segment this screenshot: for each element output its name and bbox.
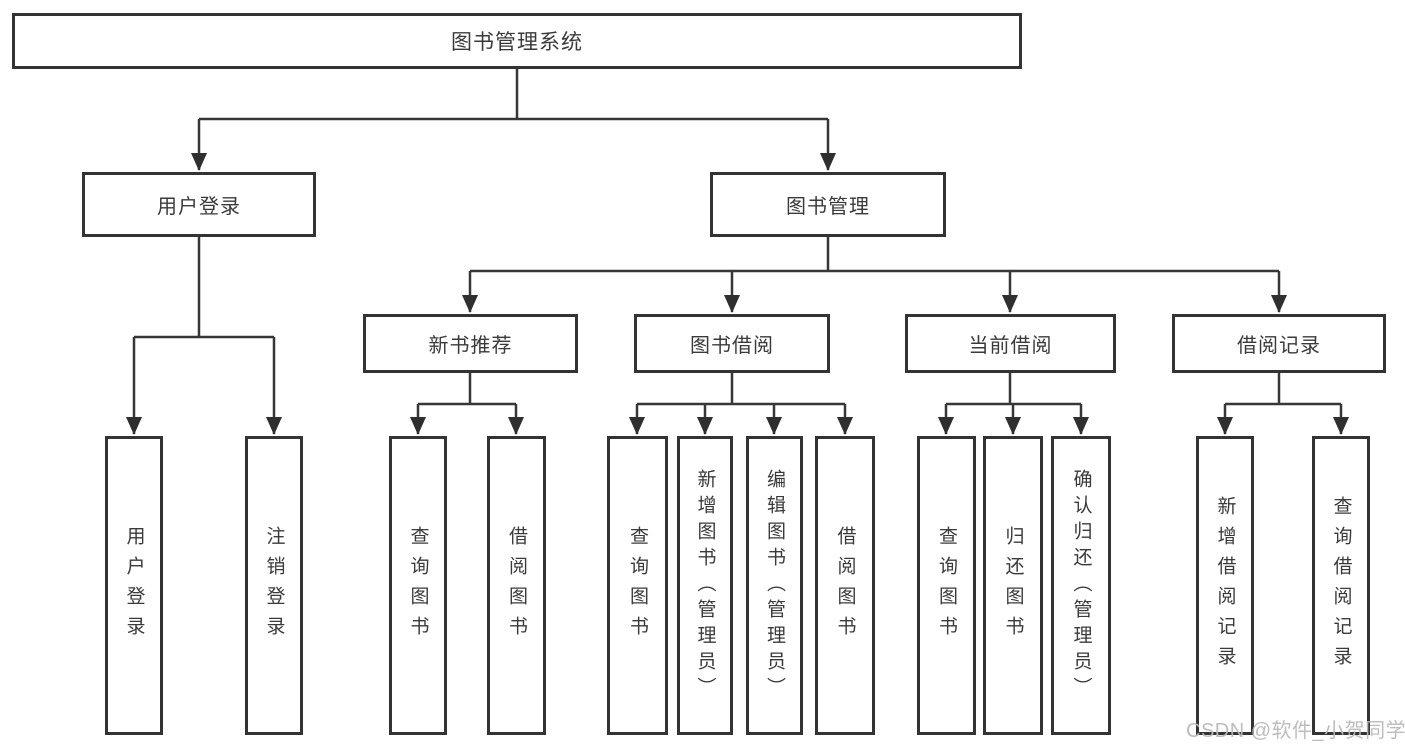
leaf-add-books-admin-label: 新增图书（管理员） (694, 468, 716, 703)
node-user-login: 用户登录 (82, 172, 316, 237)
leaf-newbook-borrow-books-label: 借阅图书 (506, 525, 527, 646)
node-book-borrowing: 图书借阅 (634, 314, 830, 373)
leaf-confirm-return-admin-label: 确认归还（管理员） (1070, 468, 1092, 703)
leaf-edit-books-admin: 编辑图书（管理员） (746, 436, 803, 735)
node-current-borrowing: 当前借阅 (905, 314, 1116, 373)
node-current-borrowing-label: 当前借阅 (968, 335, 1053, 357)
connector-current-borrow-to-leaves (938, 373, 1089, 435)
node-book-management-label: 图书管理 (786, 196, 870, 218)
node-book-borrowing-label: 图书借阅 (690, 335, 774, 357)
node-borrowing-records: 借阅记录 (1172, 314, 1386, 373)
leaf-user-login-label: 用户登录 (123, 525, 145, 646)
leaf-edit-books-admin-label: 编辑图书（管理员） (764, 468, 785, 703)
leaf-user-login: 用户登录 (105, 436, 163, 735)
connector-book-borrow-to-leaves (629, 373, 853, 435)
node-user-login-label: 用户登录 (157, 196, 241, 218)
leaf-borrow-borrow-books-label: 借阅图书 (834, 525, 856, 646)
leaf-confirm-return-admin: 确认归还（管理员） (1051, 436, 1111, 735)
node-new-book-recommendation-label: 新书推荐 (428, 335, 513, 357)
leaf-add-books-admin: 新增图书（管理员） (677, 436, 733, 735)
connector-new-book-to-leaves (410, 373, 524, 435)
leaf-logout: 注销登录 (245, 436, 303, 735)
node-borrowing-records-label: 借阅记录 (1237, 335, 1321, 357)
leaf-borrow-borrow-books: 借阅图书 (815, 436, 875, 735)
node-book-management: 图书管理 (710, 172, 946, 237)
leaf-add-borrow-record-label: 新增借阅记录 (1214, 495, 1236, 676)
node-library-management-system-label: 图书管理系统 (451, 31, 583, 54)
connector-records-to-leaves (1217, 373, 1349, 435)
leaf-newbook-query-books: 查询图书 (389, 436, 447, 735)
connector-user-login-to-leaves (126, 237, 282, 435)
leaf-return-books-label: 归还图书 (1002, 525, 1024, 646)
connector-book-management-to-level3 (462, 237, 1287, 313)
leaf-newbook-query-books-label: 查询图书 (407, 525, 429, 646)
leaf-newbook-borrow-books: 借阅图书 (487, 436, 546, 735)
leaf-current-query-books: 查询图书 (917, 436, 976, 735)
leaf-logout-label: 注销登录 (263, 525, 285, 646)
connector-root-to-level2 (191, 69, 836, 171)
leaf-return-books: 归还图书 (983, 436, 1043, 735)
leaf-query-borrow-record: 查询借阅记录 (1312, 436, 1370, 735)
csdn-watermark: CSDN @软件_小贺同学 (1186, 720, 1405, 742)
node-new-book-recommendation: 新书推荐 (363, 314, 578, 373)
leaf-current-query-books-label: 查询图书 (936, 525, 957, 646)
node-library-management-system: 图书管理系统 (12, 13, 1022, 69)
leaf-query-borrow-record-label: 查询借阅记录 (1330, 495, 1352, 676)
leaf-borrow-query-books: 查询图书 (607, 436, 668, 735)
leaf-add-borrow-record: 新增借阅记录 (1196, 436, 1254, 735)
leaf-borrow-query-books-label: 查询图书 (627, 525, 648, 646)
